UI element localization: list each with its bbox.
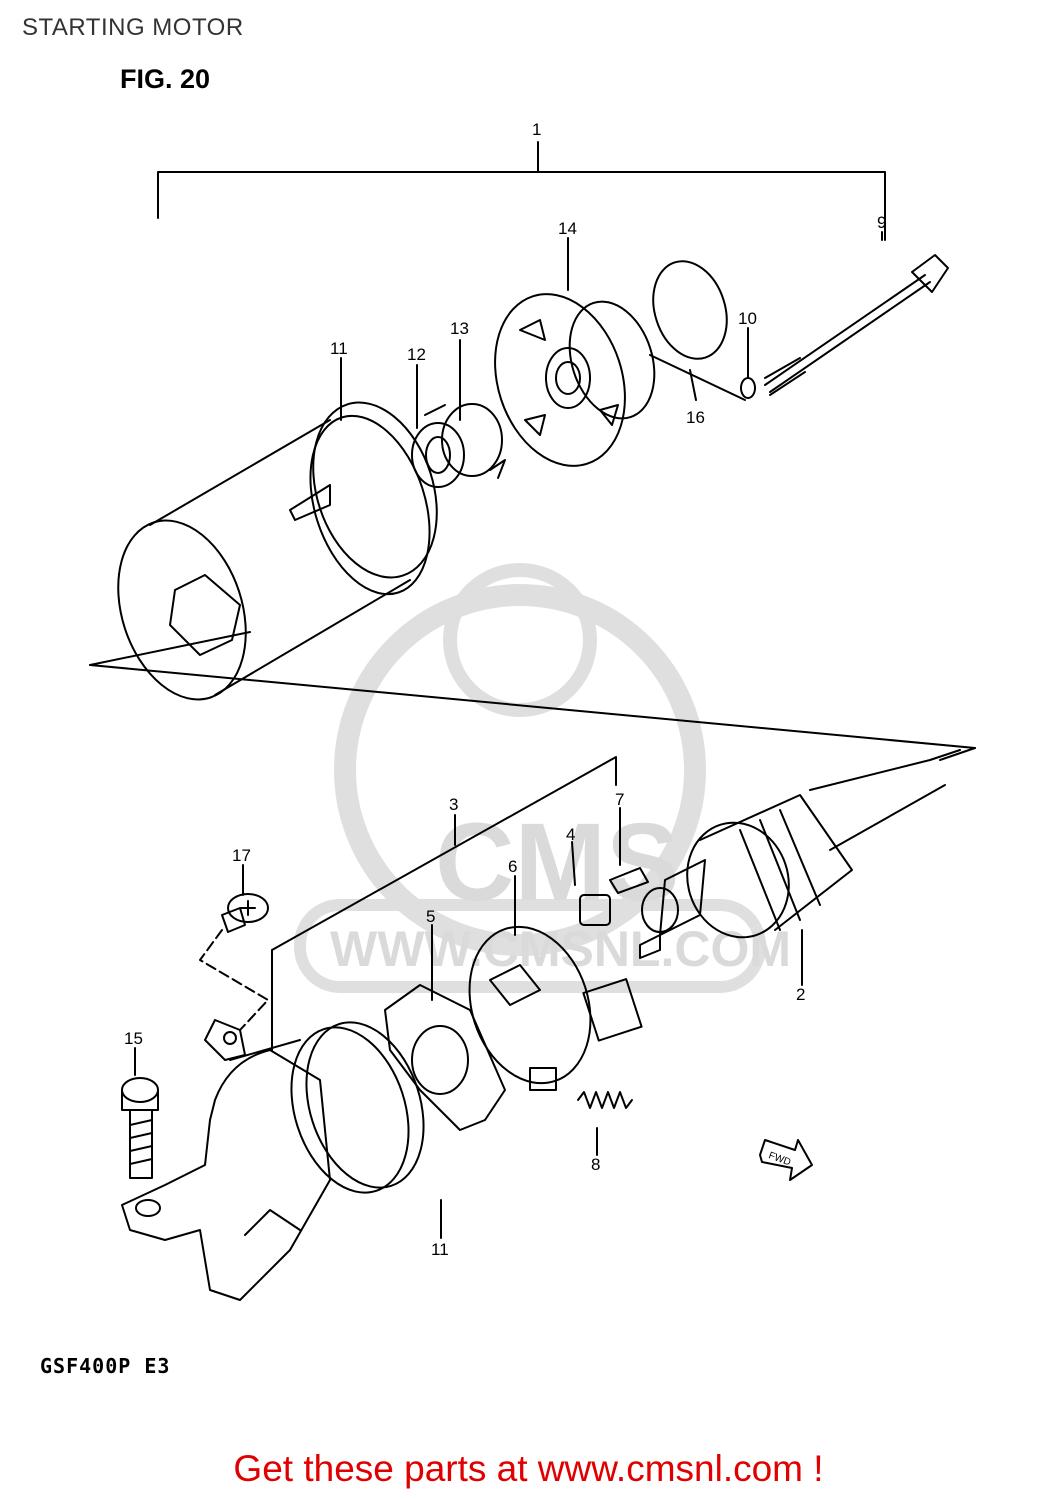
callout-8: 8: [591, 1155, 600, 1174]
group-line-upper: [89, 664, 976, 749]
callout-1: 1: [532, 120, 541, 139]
callout-17: 17: [232, 846, 251, 865]
brush-4: [579, 894, 611, 926]
callout-6: 6: [508, 857, 517, 876]
watermark-url: WWW.CMSNL.COM: [330, 921, 791, 977]
o-ring-16: [652, 260, 728, 360]
model-code: GSF400P E3: [40, 1354, 171, 1378]
fwd-arrow: [759, 1139, 813, 1181]
yoke-housing: [117, 414, 431, 701]
bolt-15: [121, 1077, 159, 1179]
callout-2: 2: [796, 985, 805, 1004]
callout-11-lower: 11: [431, 1240, 449, 1259]
group-line-lower: [271, 756, 617, 951]
callout-10: 10: [738, 309, 757, 328]
end-cover: [494, 293, 656, 467]
through-bolt: [764, 254, 949, 396]
callout-11-upper: 11: [330, 339, 348, 358]
screw-17: [221, 893, 269, 933]
callout-16: 16: [686, 408, 705, 427]
callout-7: 7: [615, 790, 624, 809]
brush-plate: [384, 984, 506, 1131]
callout-12: 12: [407, 345, 426, 364]
page-title: STARTING MOTOR: [22, 14, 244, 41]
washer-12: [411, 422, 465, 488]
callout-13: 13: [450, 319, 469, 338]
callout-9: 9: [877, 213, 886, 232]
callout-4: 4: [566, 825, 575, 844]
front-housing: [121, 1019, 425, 1301]
callout-5: 5: [426, 907, 435, 926]
assembly-bracket: [157, 171, 886, 241]
callout-3: 3: [449, 795, 458, 814]
callout-14: 14: [558, 219, 577, 238]
callout-15: 15: [124, 1029, 143, 1048]
footer-link[interactable]: Get these parts at www.cmsnl.com !: [233, 1448, 824, 1489]
screw-7: [609, 867, 649, 894]
watermark-brand: CMS: [435, 801, 679, 924]
armature: [639, 749, 961, 959]
o-ring-upper: [312, 401, 438, 579]
washer-10: [740, 377, 756, 399]
spring-8: [577, 1091, 633, 1109]
washer-13: [441, 403, 503, 477]
cms-watermark: CMS WWW.CMSNL.COM: [294, 563, 791, 993]
figure-label: FIG. 20: [120, 64, 211, 94]
